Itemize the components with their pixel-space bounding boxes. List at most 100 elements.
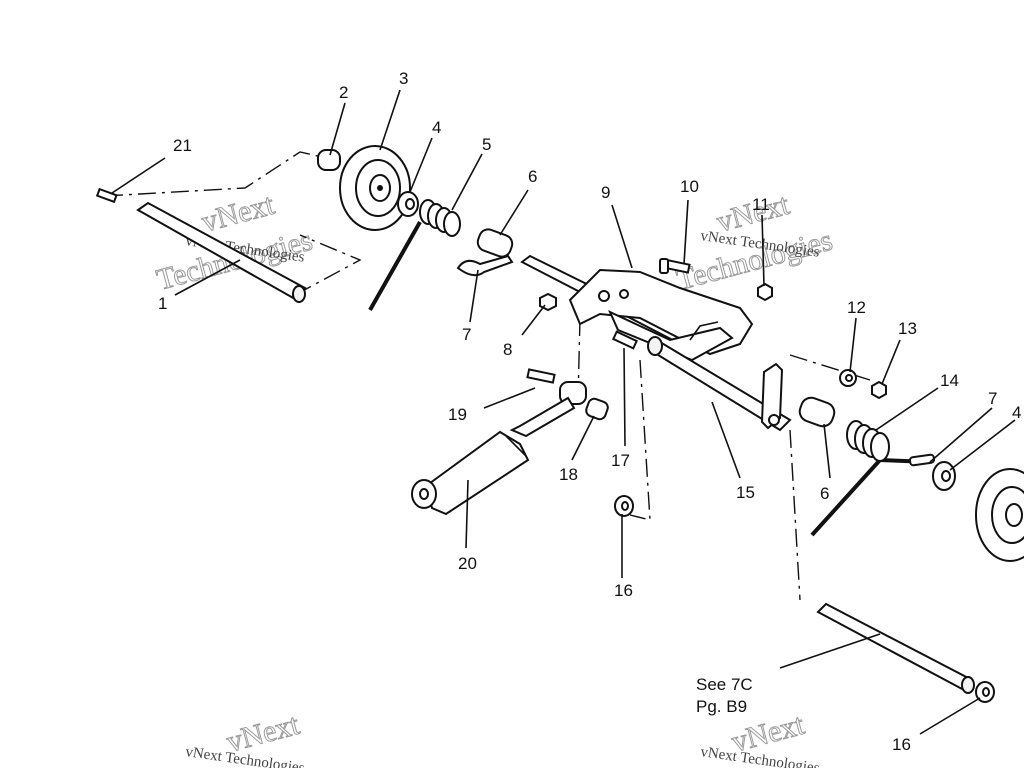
leader-line-4b xyxy=(949,419,1016,471)
callout-12: 12 xyxy=(847,298,866,317)
clip-shape xyxy=(456,254,514,277)
dashed-line xyxy=(629,359,651,521)
leader-lines xyxy=(111,89,1016,735)
watermark-big-text: vNext xyxy=(198,188,278,239)
callout-20: 20 xyxy=(458,554,477,573)
callout-9: 9 xyxy=(601,183,610,202)
leader-line-15 xyxy=(711,401,741,479)
bracket-lower-flange xyxy=(608,309,734,362)
bolt-shape xyxy=(612,330,638,350)
bushing-shape xyxy=(585,397,609,421)
leader-line-14 xyxy=(875,387,939,431)
leader-line-13 xyxy=(881,339,901,385)
leader-line-10 xyxy=(683,199,689,265)
leader-line-5 xyxy=(451,153,483,211)
part-17-bolt xyxy=(612,330,638,350)
callout-17: 17 xyxy=(611,451,630,470)
callout-3: 3 xyxy=(399,69,408,88)
leader-line-21 xyxy=(111,157,166,194)
leader-line-18 xyxy=(571,415,595,461)
pin-shape xyxy=(95,187,118,204)
part-5-torsion-spring xyxy=(368,199,461,311)
part-4-washer-right xyxy=(932,461,956,491)
leader-line-1 xyxy=(174,259,241,296)
bolt-head xyxy=(659,258,669,274)
part-1-axle-shaft xyxy=(136,201,307,303)
callout-6: 6 xyxy=(528,167,537,186)
part-6-spacer xyxy=(476,228,514,258)
callout-numbers: 21 1 2 3 4 5 6 7 8 9 10 11 12 13 14 15 6… xyxy=(158,69,1021,754)
watermark-group-bottom-left: vNext vNext Technologies xyxy=(184,707,305,768)
reference-note-line-2: Pg. B9 xyxy=(696,697,747,716)
axle-shaft-shape xyxy=(136,201,307,301)
nut-shape xyxy=(757,282,773,302)
callout-21: 21 xyxy=(173,136,192,155)
callout-14: 14 xyxy=(940,371,959,390)
washer-inner xyxy=(982,687,990,697)
spring-coil xyxy=(870,432,890,462)
part-14-torsion-spring xyxy=(810,420,931,537)
callout-10: 10 xyxy=(680,177,699,196)
callout-7-right: 7 xyxy=(988,389,997,408)
part-9-pivot-bracket xyxy=(568,268,754,362)
leader-line-see-7c xyxy=(779,633,881,669)
spring-coil xyxy=(443,211,461,237)
axle-shaft-end xyxy=(292,285,306,303)
part-20-shock-absorber xyxy=(411,381,587,516)
callout-13: 13 xyxy=(898,319,917,338)
part-21-pin xyxy=(95,187,118,204)
lower-shaft-end xyxy=(647,336,663,356)
leader-line-16b xyxy=(919,697,981,735)
callout-6-right: 6 xyxy=(820,484,829,503)
leader-line-3 xyxy=(379,89,401,151)
part-15-lower-shaft xyxy=(647,336,792,432)
part-18-bushing xyxy=(585,397,609,421)
nut-inner xyxy=(845,374,853,382)
part-2-bushing xyxy=(317,149,341,171)
idler-wheel-right xyxy=(975,468,1024,562)
clip-shape xyxy=(908,453,936,467)
dashed-line xyxy=(294,234,362,296)
bracket-hole xyxy=(598,290,610,302)
part-6-spacer-right xyxy=(798,396,836,428)
callout-4: 4 xyxy=(432,118,441,137)
leader-line-8 xyxy=(521,304,546,336)
rear-axle-end xyxy=(961,676,975,694)
reference-note-line-1: See 7C xyxy=(696,675,753,694)
shock-bottom-hole xyxy=(419,488,429,500)
spring-arm xyxy=(368,221,422,311)
part-12-nut xyxy=(839,369,857,387)
spacer-shape xyxy=(476,228,514,258)
bolt-shape xyxy=(526,368,556,384)
leader-line-17 xyxy=(623,347,626,447)
part-7-clip-right xyxy=(908,453,936,467)
washer-inner xyxy=(621,501,629,511)
part-11-nut xyxy=(757,282,773,302)
spring-arm xyxy=(810,458,882,537)
leader-line-19 xyxy=(483,387,536,409)
part-10-bolt xyxy=(659,258,691,274)
reference-note: See 7C Pg. B9 xyxy=(696,675,753,716)
wheel-center xyxy=(377,185,383,191)
part-16-washer xyxy=(614,495,634,517)
leader-line-12 xyxy=(849,317,857,373)
part-4-washer xyxy=(397,191,419,217)
wheel-hub xyxy=(1005,503,1023,527)
callout-1: 1 xyxy=(158,294,167,313)
leader-line-2 xyxy=(329,102,346,156)
part-19-bolt xyxy=(526,368,556,384)
bracket-hole xyxy=(619,289,629,299)
leader-line-7 xyxy=(469,269,479,323)
spacer-shape xyxy=(798,396,836,428)
callout-7: 7 xyxy=(462,325,471,344)
lock-nut-shape xyxy=(871,380,887,400)
callout-15: 15 xyxy=(736,483,755,502)
part-16-washer-bottom xyxy=(975,681,995,703)
callout-8: 8 xyxy=(503,340,512,359)
watermark-group-bottom-right: vNext vNext Technologies xyxy=(699,707,820,768)
callout-16-bottom: 16 xyxy=(892,735,911,754)
leader-line-6 xyxy=(499,189,529,236)
rear-axle-shaft xyxy=(816,602,975,694)
dashed-line xyxy=(789,354,871,381)
